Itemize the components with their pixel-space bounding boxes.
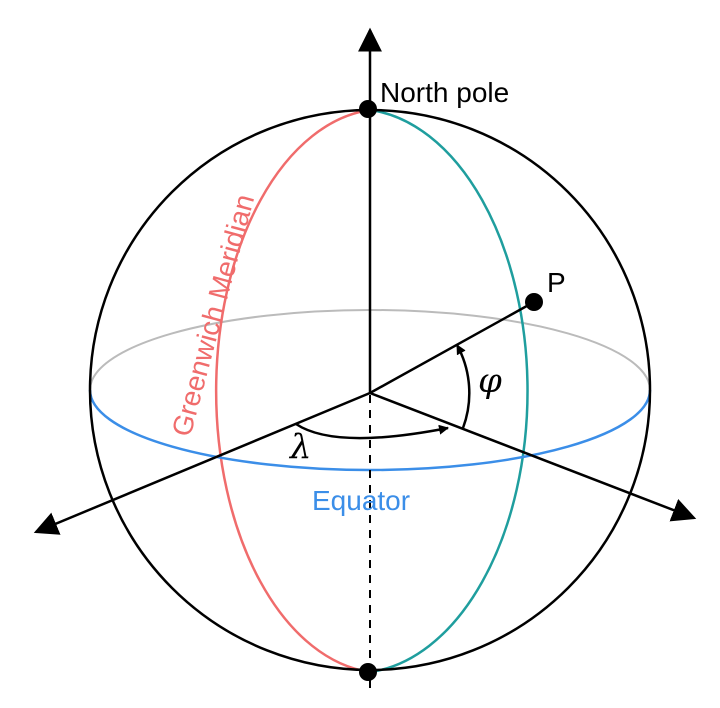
lambda-label: λ — [288, 427, 312, 467]
meridian-p-arc — [369, 108, 529, 674]
x-axis — [33, 391, 371, 535]
point-p — [525, 293, 543, 311]
south-pole-point — [359, 663, 377, 681]
greenwich-meridian-label: Greenwich Meridian — [166, 191, 260, 440]
point-p-label: P — [547, 267, 566, 298]
radius-to-p — [369, 300, 535, 395]
equator-label: Equator — [312, 485, 410, 516]
north-pole-label: North pole — [380, 77, 509, 108]
phi-angle-arc — [455, 344, 471, 429]
phi-label: φ — [478, 361, 502, 401]
lambda-angle-arc — [295, 422, 449, 440]
y-axis — [369, 391, 697, 522]
north-pole-point — [359, 100, 377, 118]
greenwich-meridian-arc — [214, 108, 371, 674]
